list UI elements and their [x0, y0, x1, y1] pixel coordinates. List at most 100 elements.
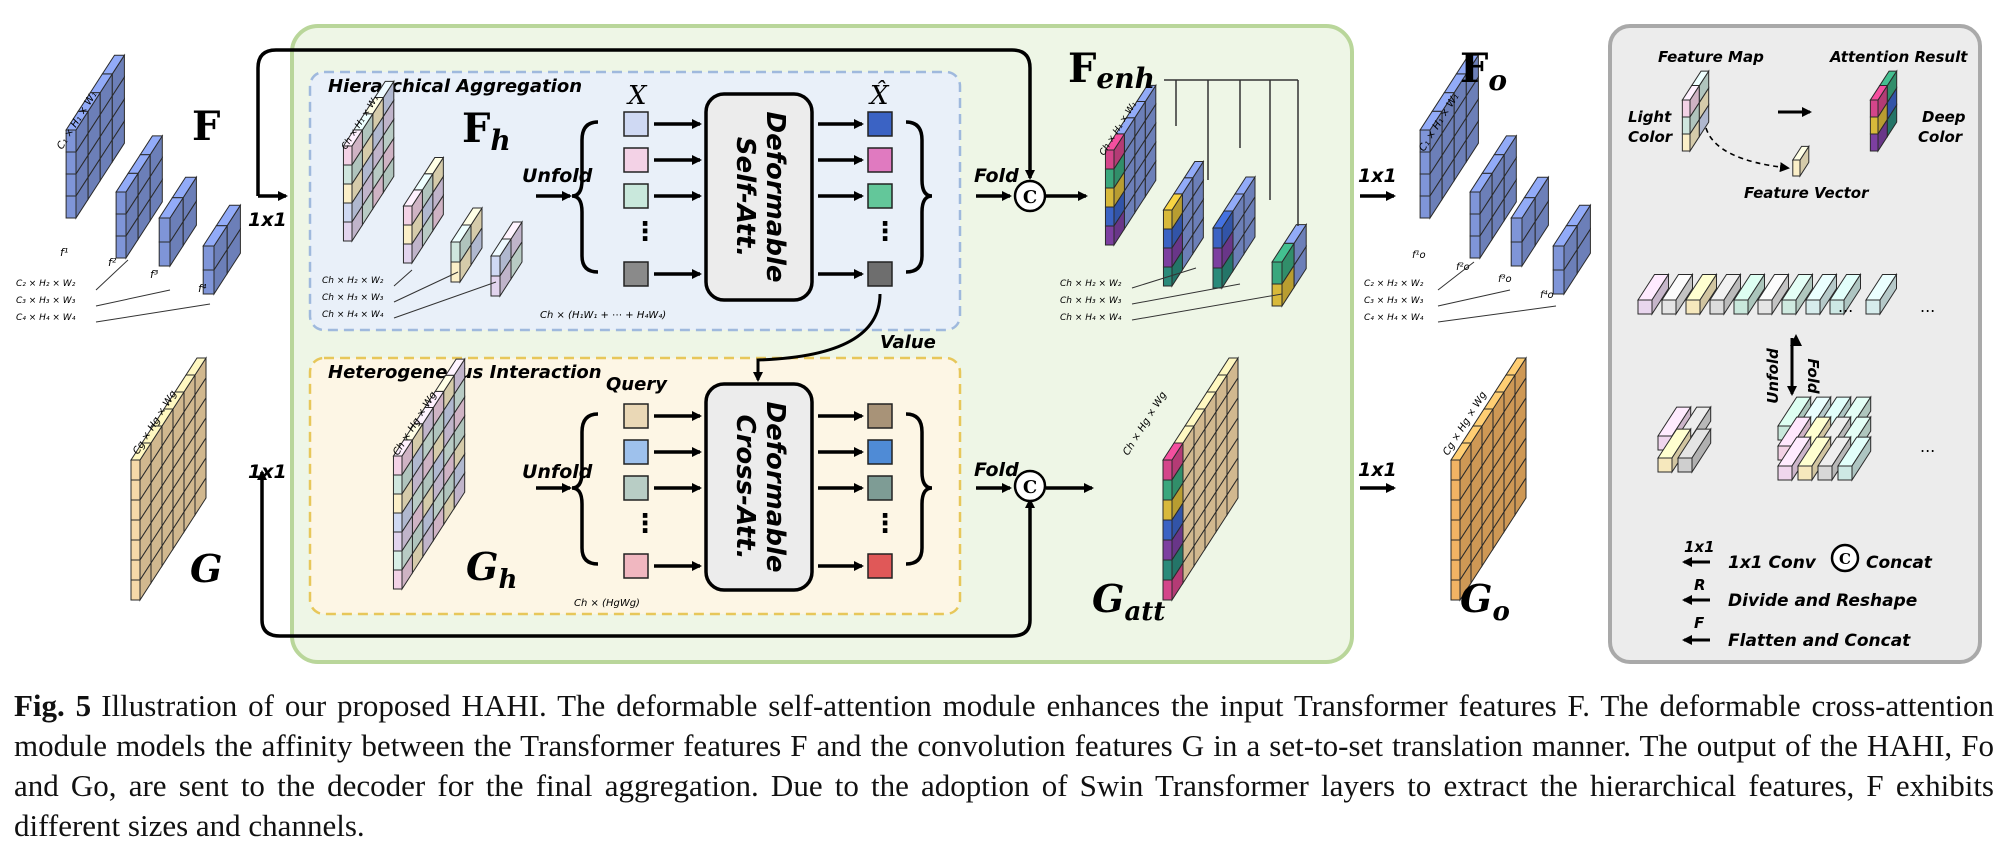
Gh-sheet	[392, 357, 466, 591]
right-brace-bottom	[905, 412, 933, 566]
Fo-dim-3: C₃ × H₃ × W₃	[1364, 296, 1424, 306]
legend-concat-symbol: C	[1839, 550, 1851, 568]
legend-feature-vector-arrow	[1705, 127, 1790, 173]
Fenh-level-2	[1162, 159, 1205, 288]
output-token-bottom	[867, 553, 893, 579]
legend-reshaped-large	[1777, 435, 1812, 482]
F-f3: f³	[150, 268, 159, 281]
concat-symbol-bottom: C	[1023, 477, 1037, 498]
legend-fold: Fold	[1804, 358, 1822, 394]
G-sheet	[130, 356, 207, 602]
Fh-dim-leader-lines	[393, 269, 497, 319]
Fenh-dim-leader-lines	[1131, 267, 1283, 321]
label-X: X	[626, 81, 648, 111]
F-dim-leader-lines	[95, 259, 211, 323]
legend-feature-map-cubes	[1681, 69, 1710, 153]
input-token-bottom	[623, 403, 649, 429]
F-f2: f²	[108, 256, 117, 269]
Fenh-level-4	[1271, 222, 1308, 308]
label-G-h: Gh	[466, 544, 517, 595]
Fh-dim-2: Ch × H₂ × W₂	[322, 276, 384, 286]
conv-1x1-Fo: 1x1	[1358, 165, 1397, 187]
cross-att-label-2: Cross-Att.	[730, 415, 760, 560]
legend-strip-bar	[1685, 272, 1718, 316]
value-arrow	[753, 293, 882, 382]
Fh-dim-3: Ch × H₃ × W₃	[322, 293, 384, 303]
value-label: Value	[880, 332, 936, 353]
legend-dots-1: ...	[1838, 297, 1853, 316]
label-F-enh: Fenh	[1068, 45, 1155, 95]
G-skip-arrow	[260, 486, 1035, 638]
legend-attention-result: Attention Result	[1829, 48, 1968, 66]
legend-light-color-1: Light	[1628, 108, 1672, 126]
Fenh-dim-3: Ch × H₃ × W₃	[1060, 296, 1122, 306]
output-token-top	[867, 147, 893, 173]
output-token-top	[867, 261, 893, 287]
cross-att-label-1: Deformable	[760, 401, 790, 572]
F-level-2	[115, 134, 164, 260]
F-skip-arrow	[256, 48, 1035, 196]
legend-fold-arrowhead	[1790, 334, 1802, 346]
legend-conv-label: 1x1 Conv	[1728, 553, 1817, 573]
unfold-label-top: Unfold	[522, 165, 593, 187]
legend-light-color-2: Color	[1628, 128, 1674, 146]
output-token-top	[867, 183, 893, 209]
input-token-top	[623, 183, 649, 209]
conv-1x1-F: 1x1	[248, 209, 287, 231]
legend-strip-bar	[1757, 272, 1790, 316]
legend-strip-bar	[1733, 272, 1766, 316]
Fo-level-4	[1552, 203, 1592, 296]
legend-attention-result-cubes	[1869, 69, 1898, 153]
output-token-bottom	[867, 475, 893, 501]
query-label: Query	[606, 374, 668, 395]
F-level-4	[202, 203, 242, 296]
label-F: F	[192, 103, 220, 150]
Fo-f3: f³o	[1498, 274, 1512, 285]
legend-reshaped-large	[1797, 435, 1832, 482]
Fo-f2: f²o	[1456, 262, 1470, 273]
left-brace-bottom	[571, 412, 599, 566]
concat-circle-top	[1013, 179, 1047, 213]
self-att-label-2: Self-Att.	[730, 137, 760, 257]
figure-number: Fig. 5	[14, 688, 92, 723]
input-token-top	[623, 261, 649, 287]
legend-flatten-top: F	[1694, 614, 1705, 632]
concat-circle-bottom	[1013, 469, 1047, 503]
Fo-level-2	[1469, 134, 1518, 260]
legend-feature-map: Feature Map	[1658, 48, 1764, 66]
legend-deep-color-1: Deep	[1922, 108, 1966, 126]
F-level-3	[158, 175, 198, 268]
input-token-bottom	[623, 439, 649, 465]
legend-reshape-label: Divide and Reshape	[1728, 591, 1917, 611]
output-token-bottom	[867, 403, 893, 429]
Fo-f1: f¹o	[1412, 250, 1426, 261]
deformable-self-attention-block	[704, 92, 814, 302]
Gatt-sheet	[1162, 356, 1239, 602]
conv-1x1-G: 1x1	[248, 461, 287, 483]
fold-label-top: Fold	[974, 165, 1019, 187]
legend-strip-bar	[1781, 272, 1814, 316]
Go-sheet	[1450, 356, 1527, 602]
legend-reshaped-small	[1677, 427, 1712, 474]
F-dim-4: C₄ × H₄ × W₄	[16, 313, 76, 323]
conv-1x1-Go: 1x1	[1358, 459, 1397, 481]
right-brace-top	[905, 120, 933, 274]
legend-feature-vector: Feature Vector	[1744, 184, 1870, 202]
unfold-label-bottom: Unfold	[522, 461, 593, 483]
label-F-o: Fo	[1460, 45, 1507, 97]
legend-strip-bar	[1709, 272, 1742, 316]
Fo-dim-4: C₄ × H₄ × W₄	[1364, 313, 1424, 323]
self-att-label-1: Deformable	[760, 111, 790, 282]
Fenh-bracket-lines	[1164, 79, 1299, 226]
legend-flatten-label: Flatten and Concat	[1728, 631, 1911, 651]
Fh-level-3	[450, 206, 483, 284]
output-token-top	[867, 111, 893, 137]
label-G: G	[190, 546, 222, 591]
deformable-cross-attention-block	[704, 382, 814, 592]
legend-reshaped-large	[1837, 435, 1872, 482]
input-token-bottom	[623, 475, 649, 501]
legend-reshape-top: R	[1694, 576, 1706, 594]
output-token-bottom	[867, 439, 893, 465]
Fh-level-1	[342, 79, 395, 243]
